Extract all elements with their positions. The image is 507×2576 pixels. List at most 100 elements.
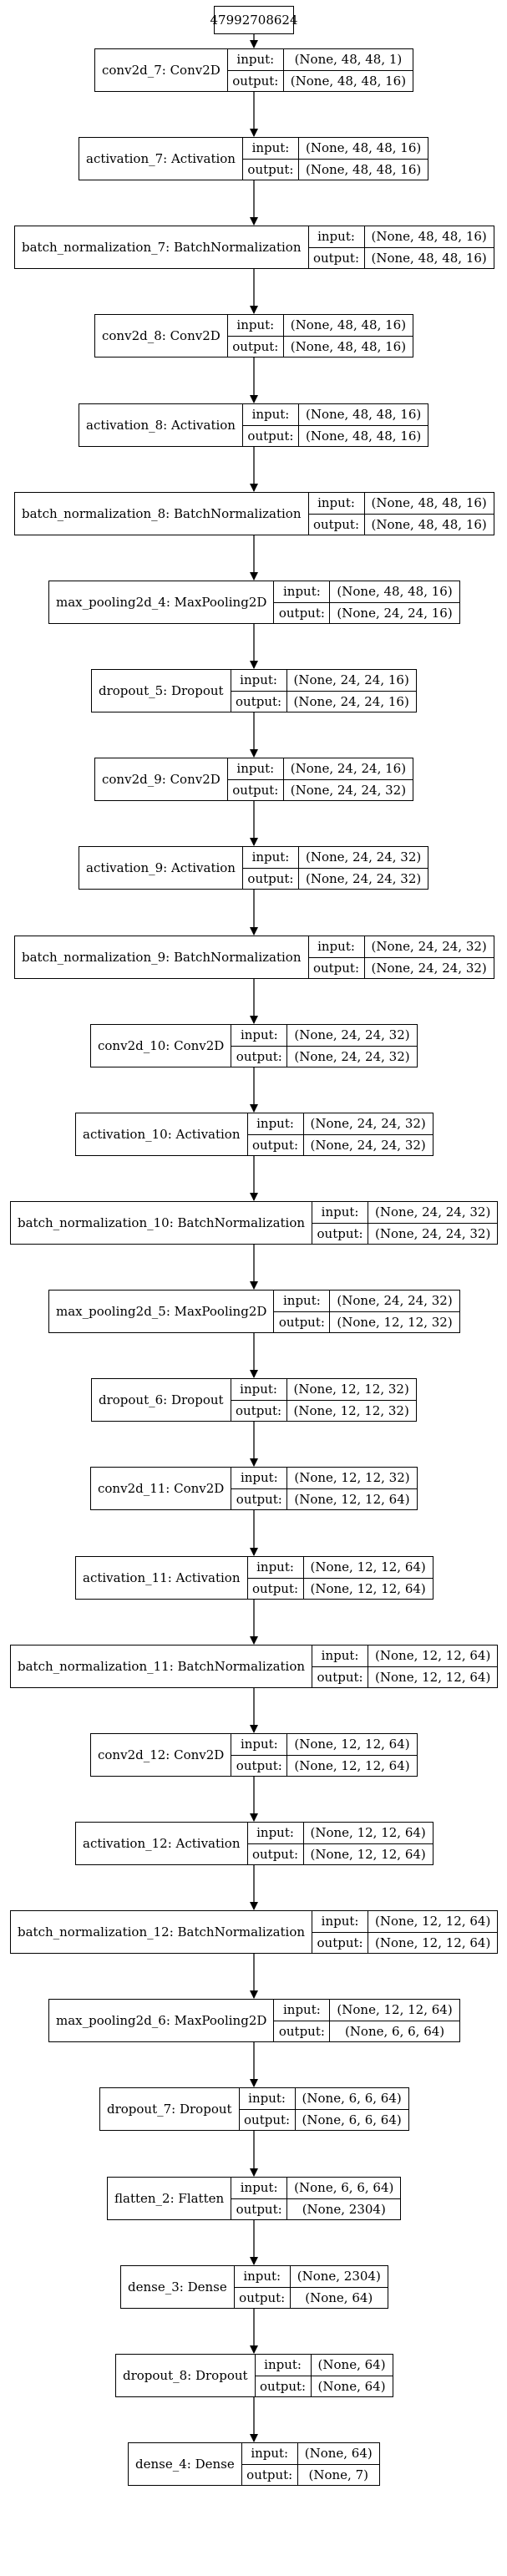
output-label: output: <box>236 1048 282 1064</box>
input-label: input: <box>231 1379 286 1401</box>
output-label: output: <box>278 605 325 621</box>
io-values: (None, 12, 12, 64)(None, 12, 12, 64) <box>368 1645 498 1687</box>
output-shape: (None, 12, 12, 64) <box>310 1846 426 1862</box>
layer-name: conv2d_8: Conv2D <box>95 315 228 357</box>
output-label: output: <box>317 1669 363 1685</box>
io-values: (None, 6, 6, 64)(None, 6, 6, 64) <box>295 2088 408 2130</box>
layer-name: dense_3: Dense <box>121 2266 235 2308</box>
layer-name: dense_4: Dense <box>129 2443 242 2485</box>
output-label: output: <box>236 1491 282 1507</box>
output-shape: (None, 64) <box>305 2289 373 2305</box>
io-labels: input:output: <box>312 1911 369 1953</box>
input-shape: (None, 48, 48, 16) <box>298 404 428 426</box>
input-shape: (None, 12, 12, 32) <box>286 1379 416 1401</box>
input-shape: (None, 24, 24, 32) <box>364 936 494 958</box>
io-labels: input:output: <box>274 2000 331 2041</box>
output-label: output: <box>232 73 279 89</box>
output-shape: (None, 24, 24, 32) <box>305 870 422 886</box>
input-shape: (None, 2304) <box>290 2266 388 2288</box>
input-shape: (None, 24, 24, 32) <box>368 1202 498 1224</box>
input-label: input: <box>231 670 286 692</box>
input-label: input: <box>227 315 283 337</box>
output-shape: (None, 64) <box>317 2378 386 2394</box>
io-values: (None, 48, 48, 1)(None, 48, 48, 16) <box>283 49 413 91</box>
input-shape: (None, 6, 6, 64) <box>295 2088 408 2110</box>
input-shape: (None, 48, 48, 16) <box>330 581 459 603</box>
layer-name: conv2d_9: Conv2D <box>95 758 228 800</box>
layer-name: activation_8: Activation <box>79 404 243 446</box>
input-shape: (None, 64) <box>297 2443 379 2465</box>
input-shape: (None, 24, 24, 16) <box>286 670 416 692</box>
layer-name: dropout_8: Dropout <box>116 2355 256 2396</box>
output-shape: (None, 6, 6, 64) <box>344 2023 445 2039</box>
output-shape: (None, 12, 12, 64) <box>294 1757 410 1773</box>
io-labels: input:output: <box>247 1557 304 1599</box>
output-shape: (None, 12, 12, 64) <box>310 1580 426 1596</box>
io-labels: input:output: <box>312 1202 369 1244</box>
layer-node: batch_normalization_10: BatchNormalizati… <box>10 1201 499 1245</box>
output-label: output: <box>251 1846 299 1862</box>
input-shape: (None, 48, 48, 1) <box>283 49 413 71</box>
input-layer-id: 47992708624 <box>210 13 298 28</box>
input-shape: (None, 48, 48, 16) <box>364 226 494 248</box>
io-values: (None, 48, 48, 16)(None, 24, 24, 16) <box>330 581 459 623</box>
input-shape: (None, 24, 24, 32) <box>298 847 428 869</box>
io-values: (None, 48, 48, 16) (None, 48, 48, 16) <box>364 226 494 268</box>
output-label: output: <box>236 1402 282 1418</box>
io-labels: input:output: <box>308 493 365 535</box>
output-shape: (None, 12, 12, 32) <box>293 1402 409 1418</box>
io-values: (None, 48, 48, 16)(None, 48, 48, 16) <box>298 138 428 180</box>
io-values: (None, 12, 12, 64)(None, 12, 12, 64) <box>303 1823 433 1864</box>
input-label: input: <box>239 2088 295 2110</box>
layer-node: batch_normalization_11: BatchNormalizati… <box>10 1645 499 1688</box>
io-labels: input:output: <box>227 315 284 357</box>
input-label: input: <box>234 2266 290 2288</box>
input-shape: (None, 12, 12, 64) <box>368 1645 498 1667</box>
io-labels: input:output: <box>308 936 365 978</box>
output-label: output: <box>247 161 294 177</box>
io-labels: input: output: <box>247 1823 304 1864</box>
output-label: output: <box>232 782 279 798</box>
layer-name: max_pooling2d_6: MaxPooling2D <box>49 2000 275 2041</box>
output-label: output: <box>278 2023 325 2039</box>
output-shape: (None, 24, 24, 32) <box>310 1137 426 1153</box>
input-shape: (None, 48, 48, 16) <box>364 493 494 515</box>
io-labels: input:output: <box>241 2443 298 2485</box>
output-shape: (None, 2304) <box>302 2201 386 2217</box>
output-shape: (None, 48, 48, 16) <box>305 428 422 444</box>
layer-name: activation_7: Activation <box>79 138 243 180</box>
input-shape: (None, 24, 24, 32) <box>330 1291 459 1312</box>
input-shape: (None, 64) <box>311 2355 393 2376</box>
layer-name: batch_normalization_8: BatchNormalizatio… <box>15 493 309 535</box>
input-label: input: <box>247 1823 303 1844</box>
input-label: input: <box>312 1645 368 1667</box>
input-label: input: <box>227 758 283 780</box>
io-labels: input:output: <box>242 847 299 889</box>
io-values: (None, 24, 24, 32)(None, 24, 24, 32) <box>368 1202 498 1244</box>
input-label: input: <box>312 1202 368 1224</box>
input-shape: (None, 24, 24, 16) <box>283 758 413 780</box>
io-labels: input:output: <box>239 2088 296 2130</box>
io-values: (None, 24, 24, 32)(None, 24, 24, 32) <box>287 1025 417 1067</box>
input-shape: (None, 12, 12, 64) <box>303 1557 433 1579</box>
output-label: output: <box>236 693 282 709</box>
output-shape: (None, 24, 24, 32) <box>375 1225 491 1241</box>
io-labels: input:output: <box>234 2266 291 2308</box>
layer-name: conv2d_7: Conv2D <box>95 49 228 91</box>
output-shape: (None, 48, 48, 16) <box>371 250 487 266</box>
layer-name: flatten_2: Flatten <box>108 2178 232 2219</box>
